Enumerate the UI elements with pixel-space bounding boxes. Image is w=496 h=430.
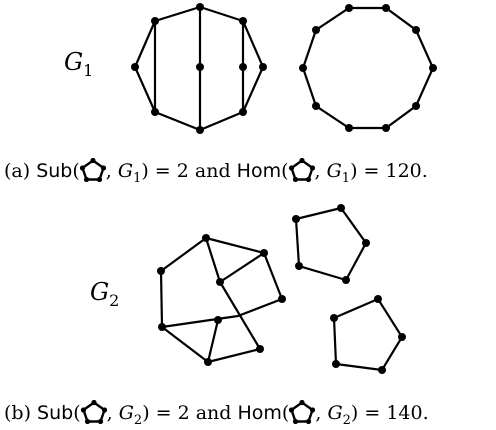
- caption-a-graph-letter: G: [117, 160, 134, 182]
- pentagon-cycle: [294, 206, 368, 282]
- edge: [153, 110, 202, 132]
- vertex: [312, 102, 320, 110]
- vertex: [196, 3, 204, 11]
- vertex: [378, 366, 386, 374]
- vertex: [330, 314, 338, 322]
- vertex: [345, 4, 353, 12]
- edge: [236, 297, 284, 318]
- vertex: [196, 126, 204, 134]
- vertex: [374, 295, 382, 303]
- pentagon-graph-icon: [80, 400, 107, 424]
- edge: [133, 19, 157, 69]
- pentagon-cycle: [332, 297, 404, 372]
- edge: [159, 269, 164, 329]
- vertex: [239, 63, 247, 71]
- vertex: [299, 64, 307, 72]
- vertex: [412, 102, 420, 110]
- caption-b: (b) Sub(, G2) = 2 and Hom(, G2) = 140.: [4, 400, 429, 427]
- edge: [206, 318, 220, 364]
- vertex: [131, 63, 139, 71]
- caption-b-graph-subscript-2: 2: [342, 412, 351, 428]
- vertex: [216, 278, 224, 286]
- caption-a-sub-value: ) = 2 and: [141, 160, 237, 182]
- edge: [204, 236, 266, 255]
- vertex: [259, 63, 267, 71]
- g2-pentagon-bottom: [330, 295, 406, 374]
- edge: [262, 251, 284, 301]
- edge: [241, 19, 265, 69]
- caption-b-sub-value: ) = 2 and: [142, 402, 238, 424]
- vertex: [398, 333, 406, 341]
- caption-a-prefix: (a): [4, 160, 37, 182]
- g1-label-subscript: 1: [83, 61, 93, 80]
- pentagon-graph-icon: [288, 158, 315, 182]
- g2-main-graph: [157, 234, 286, 366]
- decagon-cycle: [301, 6, 435, 130]
- edge: [133, 65, 157, 114]
- edge: [218, 251, 266, 284]
- vertex: [256, 345, 264, 353]
- caption-b-hom-value: ) = 140.: [350, 402, 429, 424]
- vertex: [214, 316, 222, 324]
- vertex: [342, 276, 350, 284]
- caption-b-graph-letter: G: [118, 402, 134, 424]
- vertex: [260, 249, 268, 257]
- caption-b-graph-letter-2: G: [327, 402, 343, 424]
- caption-a-hom-function: Hom: [236, 160, 282, 182]
- g2-label: G2: [90, 278, 119, 310]
- g1-label: G1: [64, 48, 93, 80]
- caption-b-hom-function: Hom: [237, 402, 282, 424]
- vertex: [312, 26, 320, 34]
- caption-b-graph-subscript: 2: [133, 412, 143, 428]
- caption-a: (a) Sub(, G1) = 2 and Hom(, G1) = 120.: [4, 158, 428, 185]
- caption-a-hom-value: ) = 120.: [350, 160, 428, 182]
- pentagon-graph-icon: [289, 400, 316, 424]
- edge: [160, 325, 210, 364]
- g2-label-subscript: 2: [109, 291, 119, 310]
- g2-label-letter: G: [90, 278, 109, 306]
- g1-right-graph: [299, 4, 437, 132]
- vertex: [412, 26, 420, 34]
- g2-pentagon-top: [292, 204, 370, 284]
- vertex: [382, 124, 390, 132]
- vertex: [157, 267, 165, 275]
- edge: [198, 5, 245, 23]
- caption-a-graph-subscript-2: 1: [341, 170, 351, 186]
- vertex: [345, 124, 353, 132]
- vertex: [239, 17, 247, 25]
- edge: [206, 347, 262, 364]
- vertex: [239, 108, 247, 116]
- caption-a-sub-function: Sub: [36, 160, 73, 182]
- edge: [198, 110, 245, 132]
- vertex: [332, 360, 340, 368]
- vertex: [196, 63, 204, 71]
- vertex: [278, 295, 286, 303]
- pentagon-graph-icon: [79, 158, 106, 182]
- vertex: [292, 215, 300, 223]
- vertex: [382, 4, 390, 12]
- vertex: [158, 323, 166, 331]
- g1-label-letter: G: [64, 48, 83, 76]
- vertex: [202, 234, 210, 242]
- vertex: [151, 108, 159, 116]
- caption-a-graph-subscript: 1: [133, 170, 142, 186]
- edge: [160, 314, 240, 329]
- vertex: [151, 17, 159, 25]
- caption-b-sub-function: Sub: [37, 402, 74, 424]
- caption-b-prefix: (b): [4, 402, 38, 424]
- g1-left-graph: [131, 3, 267, 134]
- vertex: [337, 204, 345, 212]
- vertex: [362, 239, 370, 247]
- caption-a-graph-letter-2: G: [326, 160, 342, 182]
- edge: [159, 236, 208, 273]
- vertex: [429, 64, 437, 72]
- vertex: [295, 262, 303, 270]
- edge: [153, 5, 202, 23]
- edge: [204, 236, 222, 284]
- vertex: [204, 358, 212, 366]
- edge: [241, 65, 265, 114]
